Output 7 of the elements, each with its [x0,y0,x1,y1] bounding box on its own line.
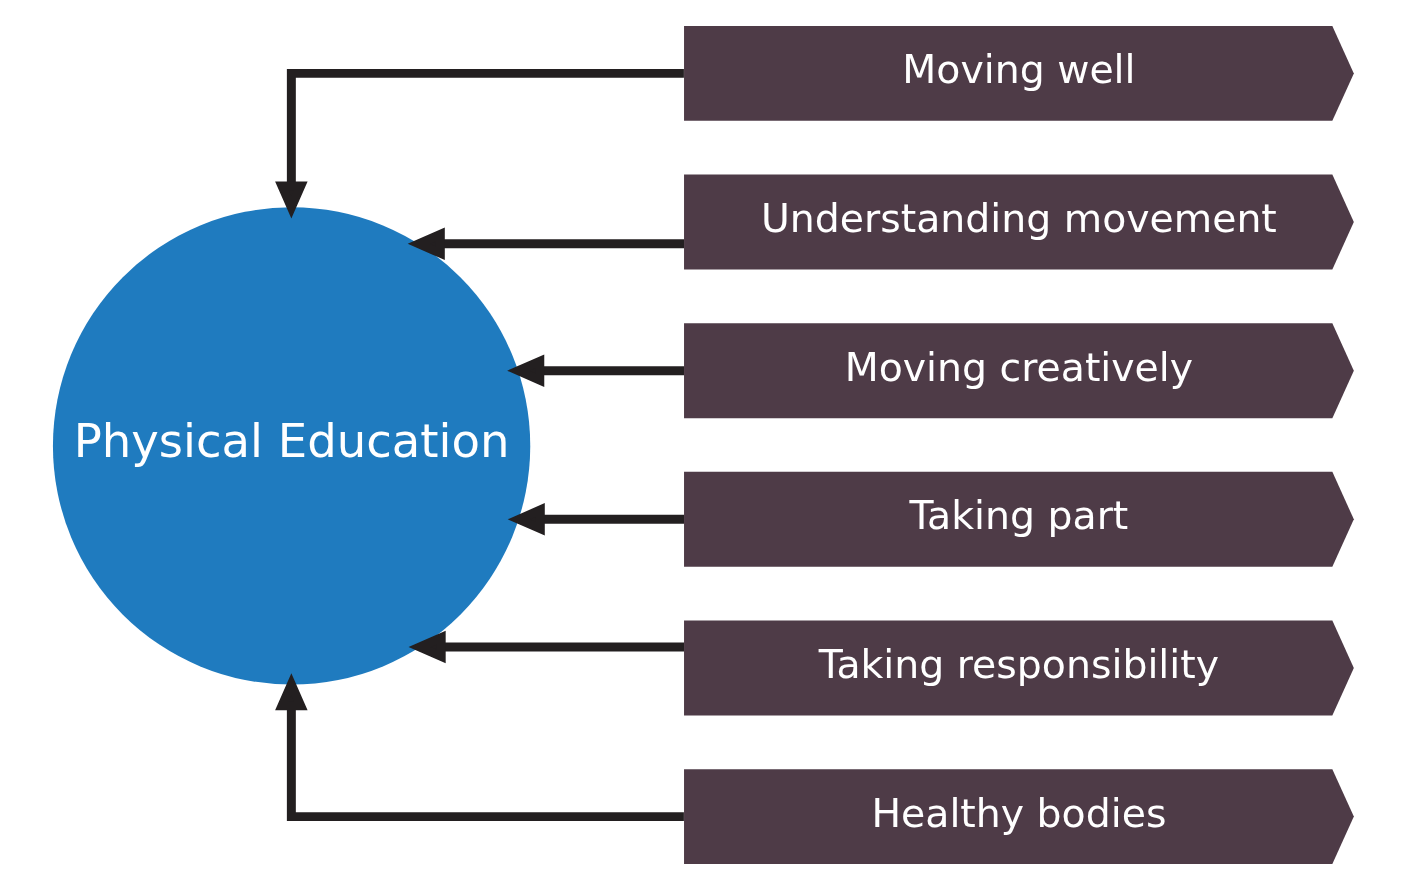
arrow [507,503,684,536]
node-circle: Physical Education [52,207,530,685]
arrow [408,630,684,664]
arrow [274,68,684,219]
arrow [506,354,684,387]
arrow [407,227,684,261]
arrow [274,673,684,822]
